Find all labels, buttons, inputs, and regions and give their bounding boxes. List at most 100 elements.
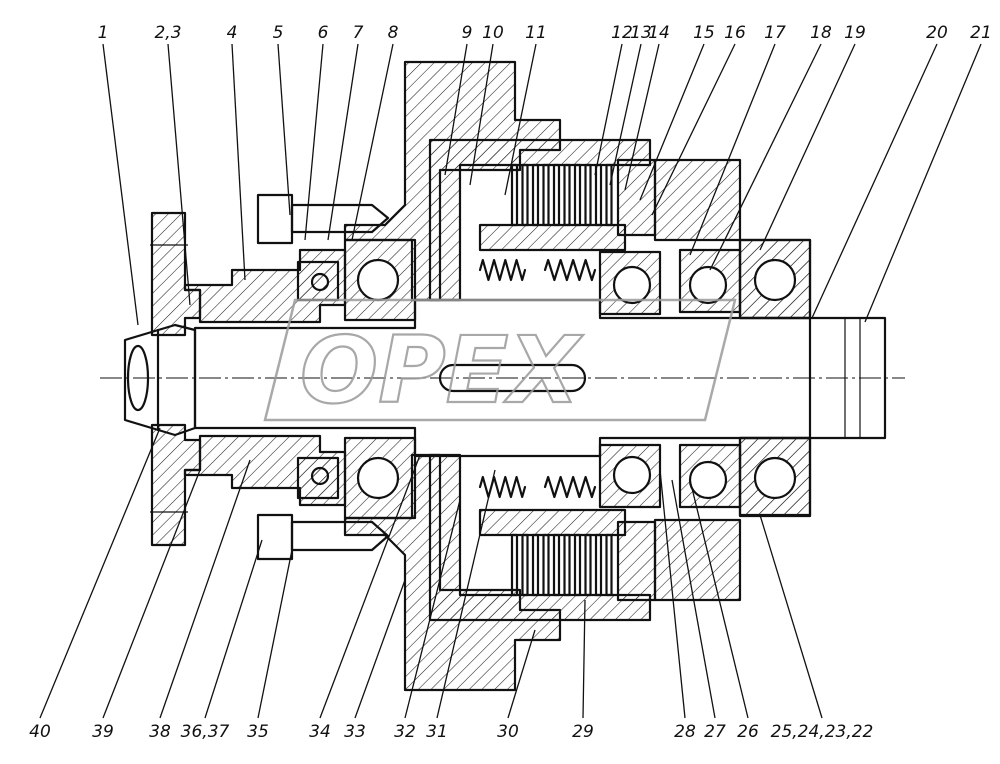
callout-label: 28 — [674, 722, 696, 742]
callout-leader — [507, 629, 536, 719]
callout-label: 29 — [572, 722, 594, 742]
callout-leader — [759, 514, 823, 719]
disk-plate-bottom — [510, 533, 519, 597]
disk-plate-top — [594, 163, 603, 227]
callout-leader — [257, 549, 293, 719]
callout-label: 13 — [630, 23, 652, 43]
disk-plate-top — [584, 163, 592, 227]
callout-label: 7 — [353, 23, 364, 43]
callout-label: 10 — [482, 23, 504, 43]
callout-label: 25,24,23,22 — [771, 722, 874, 742]
disk-plate-bottom — [573, 533, 582, 597]
callout-leader — [102, 469, 201, 719]
callout-label: 8 — [388, 23, 399, 43]
disk-plate-top — [552, 163, 561, 227]
callout-label: 18 — [810, 23, 832, 43]
callout-leader — [277, 43, 291, 216]
coil-spring — [543, 475, 597, 499]
callout-leader — [689, 479, 749, 719]
bearing-ball — [688, 265, 728, 305]
callout-leader — [594, 43, 623, 176]
ball-bearings — [343, 238, 812, 520]
callout-label: 17 — [764, 23, 786, 43]
callout-label: 1 — [98, 23, 109, 43]
callout-leader — [351, 43, 394, 241]
callout-label: 9 — [462, 23, 473, 43]
callout-label: 35 — [247, 722, 269, 742]
callout-label: 36,37 — [181, 722, 230, 742]
callout-leader — [39, 427, 161, 719]
callout-label: 34 — [309, 722, 331, 742]
callout-label: 20 — [926, 23, 948, 43]
disk-plate-top — [542, 163, 550, 227]
callout-label: 2,3 — [154, 23, 181, 43]
callout-leader — [624, 43, 660, 191]
callout-label: 14 — [648, 23, 670, 43]
coil-spring — [478, 258, 527, 282]
disk-plate-bottom — [605, 533, 613, 597]
bearing-ball — [612, 265, 652, 305]
watermark: OPEX — [263, 298, 737, 425]
callout-leader — [436, 469, 496, 719]
callout-label: 39 — [92, 722, 114, 742]
callout-label: 21 — [970, 23, 992, 43]
callout-label: 27 — [704, 722, 726, 742]
shaft-nut — [123, 323, 197, 437]
disk-plate-bottom — [552, 533, 561, 597]
callout-leader — [671, 479, 716, 719]
disk-plate-bottom — [584, 533, 592, 597]
bearing-ball — [356, 456, 400, 500]
coil-spring — [478, 475, 527, 499]
callout-label: 38 — [149, 722, 171, 742]
pressure-plate — [478, 158, 657, 602]
bearing-ball — [688, 460, 728, 500]
disk-plate-bottom — [542, 533, 550, 597]
callout-label: 11 — [525, 23, 547, 43]
callout-label: 31 — [426, 722, 448, 742]
disk-plate-bottom — [563, 533, 571, 597]
disk-plate-bottom — [594, 533, 603, 597]
disk-plate-top — [510, 163, 519, 227]
callout-leader — [689, 43, 776, 256]
bearing-ball — [753, 456, 797, 500]
callout-leader — [304, 43, 324, 241]
callout-leader — [167, 43, 191, 306]
friction-disks-top — [510, 163, 613, 227]
callout-leader — [659, 469, 686, 719]
callout-leader — [811, 43, 938, 319]
callout-label: 12 — [611, 23, 633, 43]
callout-leader — [102, 43, 139, 326]
output-gear — [653, 158, 812, 602]
callout-leader — [709, 43, 822, 271]
callout-leader — [504, 43, 537, 196]
disk-plate-top — [605, 163, 613, 227]
callout-label: 15 — [693, 23, 715, 43]
watermark-text: OPEX — [300, 317, 583, 424]
callout-leader — [759, 43, 856, 251]
callout-label: 30 — [497, 722, 519, 742]
callout-leader — [444, 43, 468, 176]
callout-leader — [327, 43, 359, 241]
clutch-springs — [478, 258, 597, 499]
oil-seals — [296, 260, 340, 500]
callout-label: 6 — [318, 23, 329, 43]
callout-label: 19 — [844, 23, 866, 43]
callout-label: 16 — [724, 23, 746, 43]
coil-spring — [543, 258, 597, 282]
friction-disks-bottom — [510, 533, 613, 597]
callout-leader — [469, 43, 494, 186]
callout-leader — [319, 454, 421, 719]
callout-leader — [204, 539, 263, 719]
callout-leader — [582, 599, 586, 719]
disk-plate-top — [563, 163, 571, 227]
callout-leader — [639, 43, 705, 201]
callout-leader — [231, 43, 246, 281]
bearing-ball — [612, 455, 652, 495]
callout-label: 40 — [29, 722, 51, 742]
callout-label: 5 — [273, 23, 284, 43]
disk-plate-top — [531, 163, 540, 227]
callout-leader — [159, 459, 251, 719]
callout-label: 33 — [344, 722, 366, 742]
